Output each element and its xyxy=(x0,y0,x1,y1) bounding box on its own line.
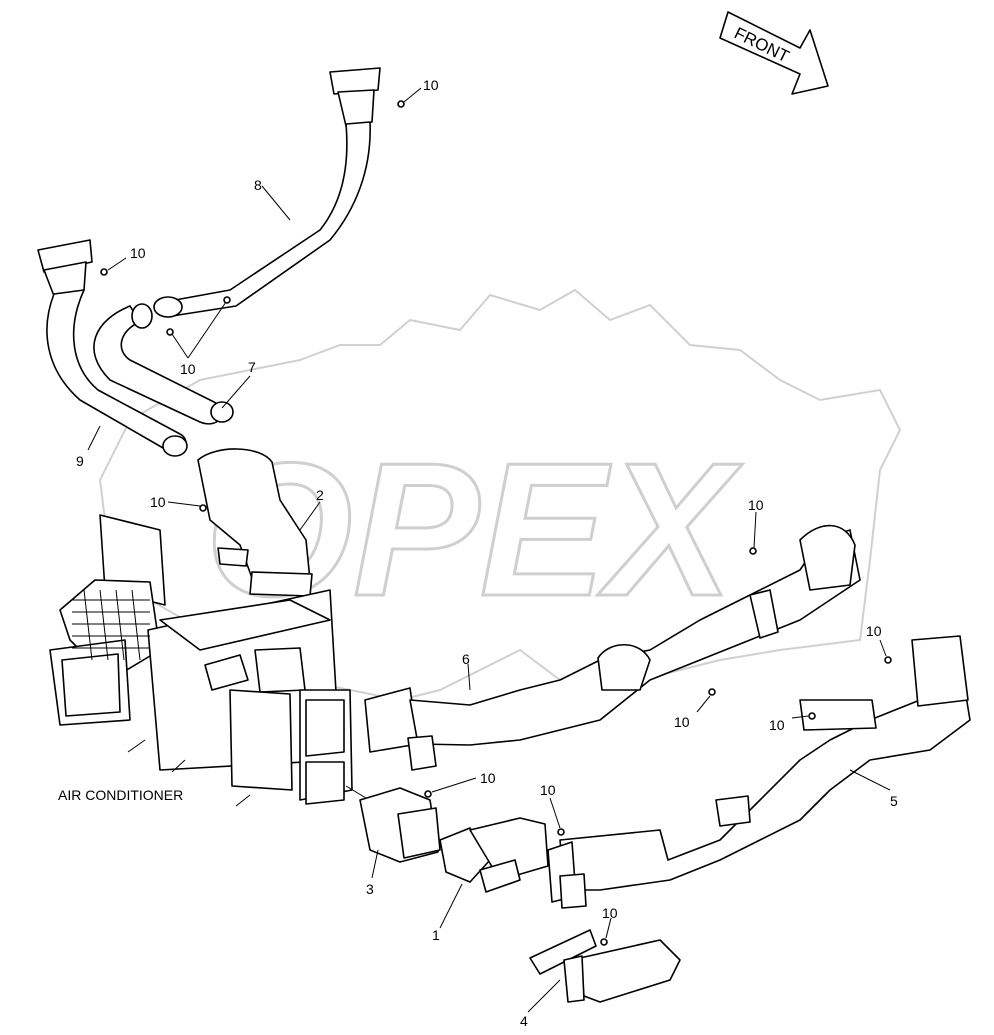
screw-10d xyxy=(166,328,174,336)
callout-10: 10 xyxy=(674,714,690,730)
callout-4: 4 xyxy=(520,1013,528,1029)
part-4 xyxy=(529,929,681,1003)
callout-3: 3 xyxy=(366,881,374,897)
callout-10: 10 xyxy=(150,494,166,510)
part-1 xyxy=(439,817,549,893)
callout-10: 10 xyxy=(602,905,618,921)
screw-10e xyxy=(199,504,207,512)
part-3 xyxy=(359,787,441,863)
screw-10h xyxy=(708,688,716,696)
callouts: 10 10 10 10 10 10 10 10 10 10 10 8 7 9 2… xyxy=(76,77,898,1029)
screw-10f xyxy=(749,547,757,555)
duct-8 xyxy=(153,67,381,318)
callout-1: 1 xyxy=(432,927,440,943)
screw-10a xyxy=(397,100,405,108)
callout-7: 7 xyxy=(248,359,256,375)
callout-10: 10 xyxy=(180,361,196,377)
front-arrow: FRONT xyxy=(719,11,829,95)
duct-6 xyxy=(364,524,861,771)
callout-9: 9 xyxy=(76,453,84,469)
ac-grille xyxy=(72,589,150,661)
screw-10l xyxy=(600,938,608,946)
screw-10c xyxy=(223,296,231,304)
screw-10j xyxy=(424,790,432,798)
callout-6: 6 xyxy=(462,651,470,667)
callout-10: 10 xyxy=(748,497,764,513)
callout-10: 10 xyxy=(540,782,556,798)
callout-5: 5 xyxy=(890,793,898,809)
screw-10b xyxy=(100,268,108,276)
callout-10: 10 xyxy=(769,717,785,733)
duct-5 xyxy=(547,635,971,909)
screw-10i xyxy=(808,712,816,720)
callout-10: 10 xyxy=(480,770,496,786)
callout-8: 8 xyxy=(254,177,262,193)
callout-10: 10 xyxy=(866,623,882,639)
callout-10: 10 xyxy=(130,245,146,261)
screws xyxy=(100,100,892,946)
duct-7 xyxy=(93,303,234,425)
leader-lines xyxy=(87,87,891,1013)
air-conditioner-label: AIR CONDITIONER xyxy=(58,787,183,803)
screw-10g xyxy=(884,656,892,664)
callout-10: 10 xyxy=(423,77,439,93)
callout-2: 2 xyxy=(316,487,324,503)
screw-10k xyxy=(557,828,565,836)
air-conditioner-unit xyxy=(49,514,353,807)
part-2-elbow xyxy=(197,448,313,597)
duct-9 xyxy=(37,239,188,457)
